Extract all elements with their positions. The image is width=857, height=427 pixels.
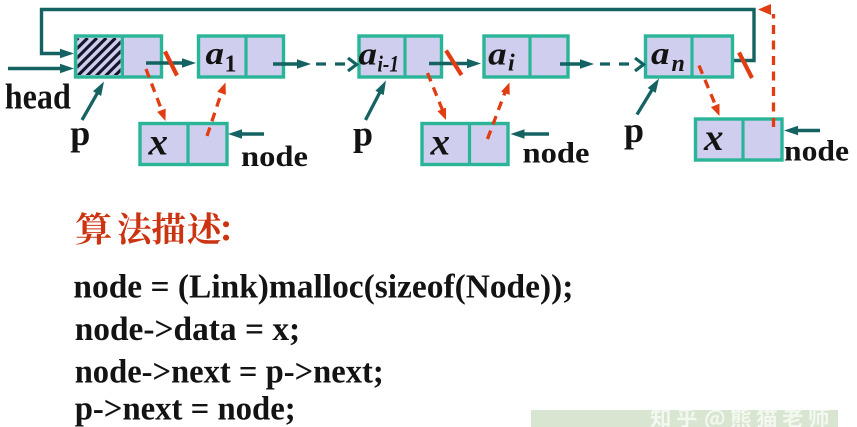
svg-text:x: x bbox=[703, 117, 724, 159]
svg-text:a: a bbox=[359, 36, 378, 72]
svg-text:head: head bbox=[5, 77, 71, 117]
svg-text:a: a bbox=[206, 35, 225, 71]
svg-text:node: node bbox=[523, 137, 590, 170]
svg-text:node->next = p->next;: node->next = p->next; bbox=[75, 354, 384, 391]
svg-text:i: i bbox=[508, 51, 515, 77]
svg-text:node: node bbox=[241, 140, 308, 173]
svg-text:i-1: i-1 bbox=[378, 52, 400, 77]
svg-text:1: 1 bbox=[225, 52, 237, 78]
svg-text:node: node bbox=[784, 135, 849, 168]
svg-text:a: a bbox=[488, 36, 507, 72]
svg-text:p: p bbox=[624, 110, 644, 150]
svg-text:x: x bbox=[147, 122, 168, 164]
svg-text:a: a bbox=[651, 35, 670, 71]
svg-text:x: x bbox=[429, 122, 450, 164]
svg-text:p->next = node;: p->next = node; bbox=[75, 391, 296, 427]
svg-text:n: n bbox=[672, 51, 685, 77]
svg-text:p: p bbox=[70, 113, 90, 153]
svg-text:p: p bbox=[353, 114, 373, 154]
svg-text:node->data = x;: node->data = x; bbox=[75, 311, 301, 348]
svg-text:node = (Link)malloc(sizeof(Nod: node = (Link)malloc(sizeof(Node)); bbox=[73, 269, 573, 306]
